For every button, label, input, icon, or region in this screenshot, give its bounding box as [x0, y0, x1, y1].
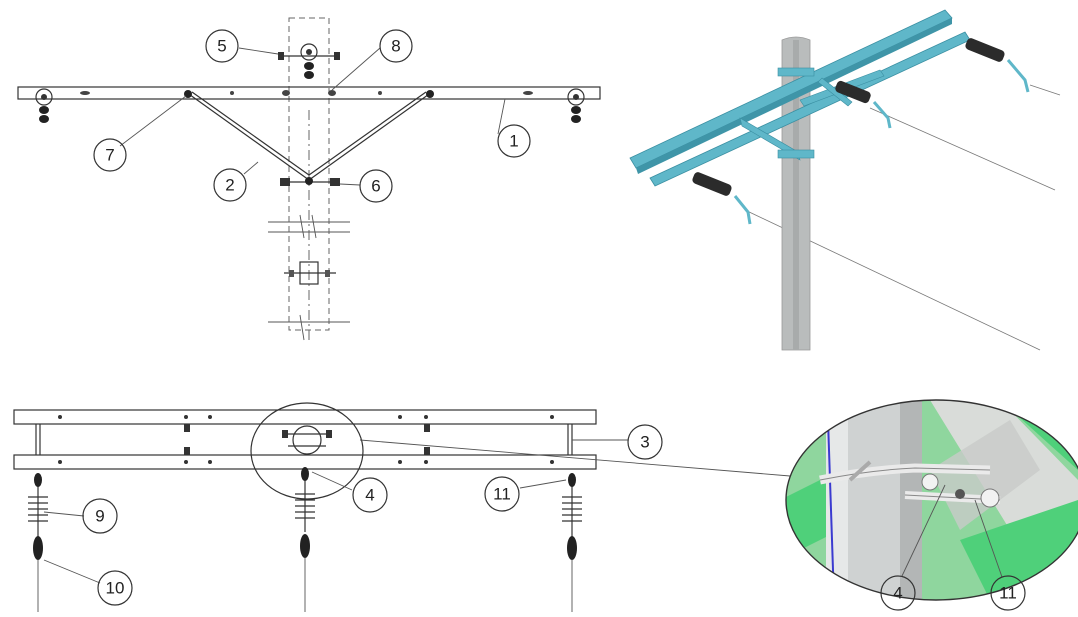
- pole-clamp-plan: [282, 425, 332, 455]
- pole-clamp-highlight: [250, 402, 364, 500]
- insulator-3d-right: [965, 38, 1030, 93]
- pole-break-marks: [268, 214, 350, 341]
- isometric-view: [629, 9, 1061, 351]
- svg-text:11: 11: [999, 584, 1017, 603]
- callout-2: 2: [213, 168, 247, 202]
- callout-8: 8: [379, 29, 413, 63]
- pole-lower-clamp: [284, 261, 336, 285]
- insulator-3d-center: [835, 80, 892, 129]
- callout-5: 5: [205, 29, 239, 63]
- svg-text:9: 9: [95, 507, 104, 526]
- svg-text:5: 5: [217, 37, 226, 56]
- callout-6: 6: [359, 169, 393, 203]
- crossarm-channel-top: [13, 409, 597, 425]
- front-leaders: [119, 47, 506, 186]
- channel-holes: [58, 415, 554, 464]
- callout-4: 4: [352, 477, 388, 513]
- svg-text:2: 2: [225, 176, 234, 195]
- plan-view: 3 4 9 11 10: [13, 402, 791, 612]
- crossarm-bar: [17, 86, 601, 100]
- detail-view: 4 11: [785, 399, 1078, 611]
- svg-text:10: 10: [106, 579, 125, 598]
- svg-text:1: 1: [509, 132, 518, 151]
- svg-text:6: 6: [371, 177, 380, 196]
- detail-link-line: [359, 439, 791, 477]
- svg-text:8: 8: [391, 37, 400, 56]
- svg-text:7: 7: [105, 146, 114, 165]
- callout-1: 1: [497, 124, 531, 158]
- plan-insulator-right: [562, 473, 582, 612]
- top-pole-insulator: [278, 43, 340, 79]
- callout-3: 3: [627, 424, 663, 460]
- front-view: 5 8 7 1 2 6: [17, 17, 601, 341]
- svg-text:3: 3: [640, 433, 649, 452]
- callout-10: 10: [97, 570, 133, 606]
- callout-7: 7: [93, 138, 127, 172]
- svg-text:4: 4: [893, 584, 902, 603]
- svg-text:11: 11: [493, 485, 511, 504]
- detail-callout-4: 4: [880, 575, 916, 611]
- detail-frame: [785, 399, 1078, 601]
- crossarm-channel-bottom: [13, 454, 597, 470]
- brace-pole-clamp: [280, 177, 340, 186]
- insulator-3d-left: [692, 172, 752, 225]
- end-insulator-right: [567, 88, 585, 123]
- callout-11: 11: [484, 476, 520, 512]
- crossarm-3d: [629, 9, 971, 187]
- crossarm-holes: [80, 90, 533, 96]
- svg-text:4: 4: [365, 486, 374, 505]
- detail-callout-11: 11: [990, 575, 1026, 611]
- callout-9: 9: [82, 498, 118, 534]
- plan-insulator-center: [295, 467, 315, 612]
- channel-spacers: [35, 424, 573, 455]
- plan-insulator-left: [28, 473, 48, 612]
- end-insulator-left: [35, 88, 53, 123]
- plan-leaders: [43, 471, 567, 584]
